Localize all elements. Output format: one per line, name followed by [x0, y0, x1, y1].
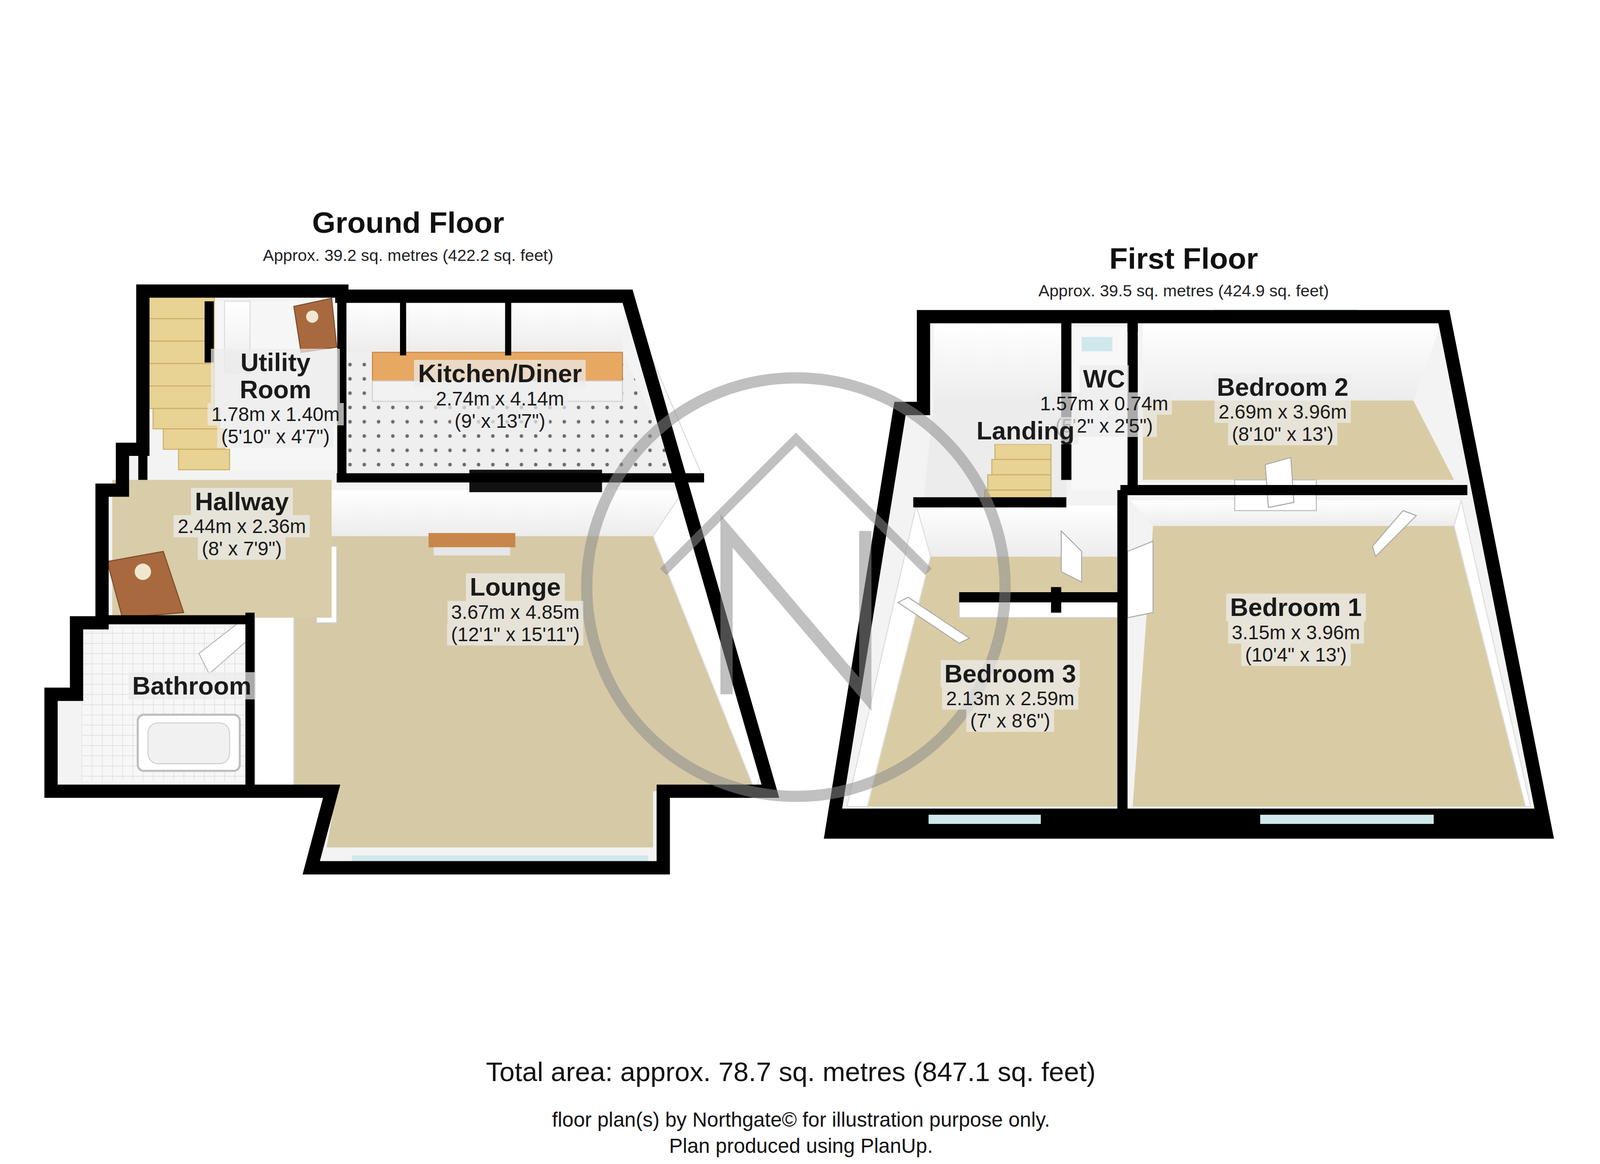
- floor-plan: First FloorApprox. 39.5 sq. metres (424.…: [816, 236, 1562, 848]
- floor-area: Approx. 39.5 sq. metres (424.9 sq. feet): [1038, 280, 1329, 301]
- room-dimension: 1.78m x 1.40m: [207, 402, 344, 426]
- room-dimension: 3.67m x 4.85m: [447, 600, 584, 624]
- room-dimension: 2.44m x 2.36m: [173, 514, 310, 538]
- room-name: Bedroom 2: [1213, 373, 1353, 401]
- room-dimension: 2.13m x 2.59m: [942, 687, 1079, 710]
- room-dimension: 1.57m x 0.74m: [1036, 392, 1173, 415]
- room-dimension: 2.69m x 3.96m: [1214, 400, 1351, 423]
- floor-title: Ground Floor: [312, 205, 505, 240]
- room-name: Landing: [972, 416, 1079, 445]
- room-name: Bedroom 1: [1226, 593, 1366, 621]
- total-area-caption: Total area: approx. 78.7 sq. metres (847…: [485, 1055, 1096, 1088]
- room-label: Bedroom 22.69m x 3.96m(8'10" x 13'): [1213, 373, 1353, 446]
- room-name: Bedroom 3: [940, 659, 1081, 688]
- room-label: Bedroom 32.13m x 2.59m(7' x 8'6"): [940, 659, 1081, 732]
- room-dimension: 2.74m x 4.14m: [432, 387, 569, 410]
- room-dimension: 3.15m x 3.96m: [1228, 621, 1365, 644]
- room-dimension: (10'4" x 13'): [1241, 643, 1351, 666]
- floor-plan: Ground FloorApprox. 39.2 sq. metres (422…: [40, 193, 791, 883]
- first-floor-drawing: [828, 309, 1547, 832]
- room-label: Kitchen/Diner2.74m x 4.14m(9' x 13'7"): [414, 359, 586, 432]
- floor-title: First Floor: [1109, 240, 1259, 276]
- footer-note: floor plan(s) by Northgate© for illustra…: [552, 1107, 1051, 1132]
- room-dimension: (8'10" x 13'): [1228, 422, 1338, 446]
- room-dimension: (8' x 7'9"): [197, 537, 286, 560]
- room-name: Bathroom: [128, 672, 256, 700]
- footer-note: Plan produced using PlanUp.: [669, 1133, 933, 1158]
- room-name: WC: [1079, 365, 1130, 393]
- room-label: Lounge3.67m x 4.85m(12'1" x 15'11"): [447, 573, 584, 645]
- room-dimension: (12'1" x 15'11"): [447, 623, 584, 646]
- room-dimension: (9' x 13'7"): [450, 409, 550, 432]
- room-label: Utility Room1.78m x 1.40m(5'10" x 4'7"): [207, 348, 344, 448]
- room-label: Bathroom: [128, 672, 256, 700]
- room-dimension: (7' x 8'6"): [966, 709, 1055, 732]
- room-label: Landing: [972, 416, 1079, 445]
- floor-area: Approx. 39.2 sq. metres (422.2 sq. feet): [262, 245, 554, 266]
- room-label: Hallway2.44m x 2.36m(8' x 7'9"): [173, 487, 310, 560]
- room-name: Lounge: [465, 573, 565, 601]
- room-name: Kitchen/Diner: [414, 359, 586, 387]
- watermark-logo: [586, 377, 1006, 797]
- room-label: Bedroom 13.15m x 3.96m(10'4" x 13'): [1226, 593, 1366, 666]
- room-name: Utility Room: [210, 348, 340, 403]
- ground-floor-drawing: [50, 290, 771, 868]
- room-name: Hallway: [191, 487, 293, 515]
- room-dimension: (5'10" x 4'7"): [217, 425, 334, 448]
